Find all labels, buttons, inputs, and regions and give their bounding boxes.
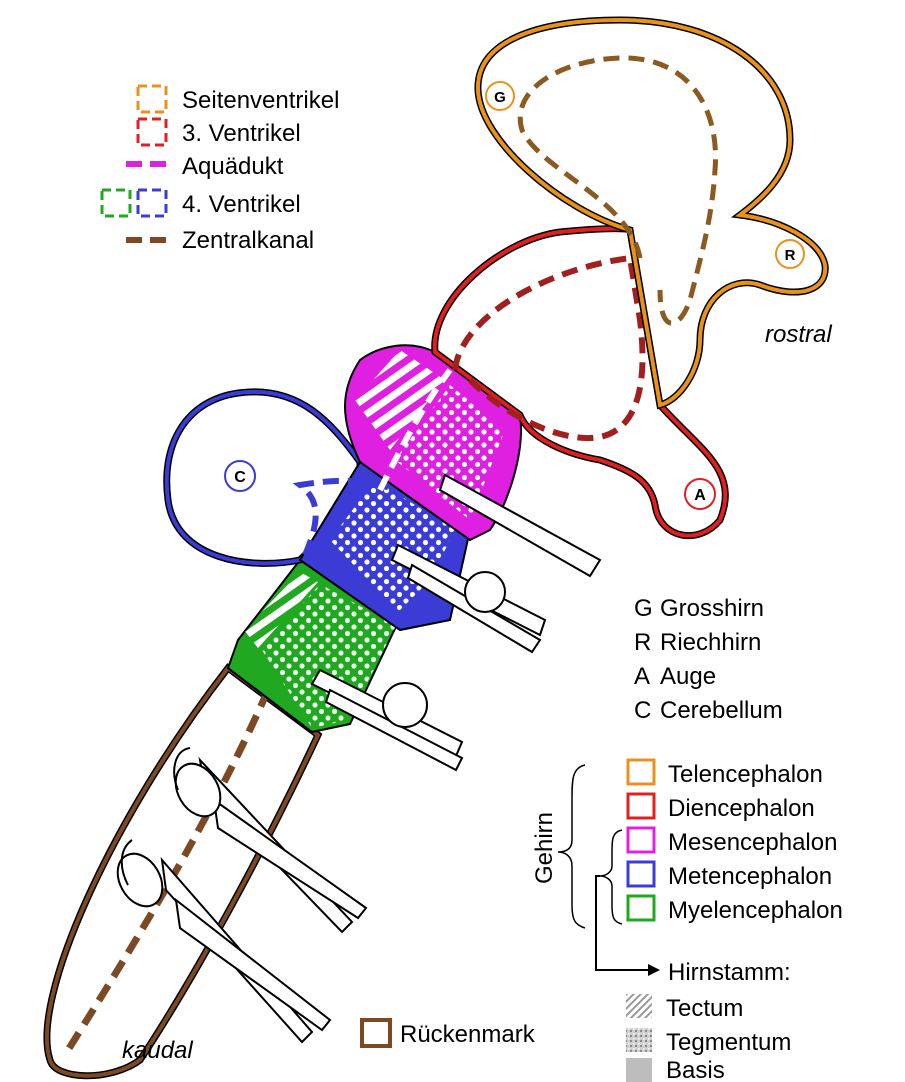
rostral-label: rostral [765, 321, 832, 348]
svg-text:Mesencephalon: Mesencephalon [668, 829, 837, 856]
legend-brain-parts: Telencephalon Diencephalon Mesencephalon… [531, 760, 843, 976]
svg-text:R: R [785, 247, 796, 264]
svg-text:Metencephalon: Metencephalon [668, 863, 832, 890]
svg-text:4. Ventrikel: 4. Ventrikel [182, 191, 301, 218]
svg-text:Seitenventrikel: Seitenventrikel [182, 87, 339, 114]
svg-text:Cerebellum: Cerebellum [660, 697, 783, 724]
svg-text:C: C [634, 697, 651, 724]
legend-spinal-cord: Rückenmark [362, 1020, 536, 1048]
svg-text:C: C [234, 469, 246, 486]
svg-text:Myelencephalon: Myelencephalon [668, 897, 843, 924]
legend-ventricles: Seitenventrikel 3. Ventrikel Aquädukt 4.… [102, 86, 339, 254]
svg-text:Diencephalon: Diencephalon [668, 795, 815, 822]
svg-text:Tegmentum: Tegmentum [666, 1029, 791, 1056]
svg-text:A: A [634, 663, 650, 690]
svg-text:G: G [634, 595, 653, 622]
svg-text:Zentralkanal: Zentralkanal [182, 227, 314, 254]
region-R: R [776, 240, 804, 268]
svg-text:Rückenmark: Rückenmark [400, 1021, 536, 1048]
svg-text:Riechhirn: Riechhirn [660, 629, 761, 656]
svg-text:A: A [694, 487, 706, 504]
legend-brainstem: Hirnstamm: Tectum Tegmentum Basis [626, 959, 791, 1082]
svg-text:Auge: Auge [660, 663, 716, 690]
region-A: A [685, 479, 715, 509]
legend-regions: G Grosshirn R Riechhirn A Auge C Cerebel… [634, 595, 783, 724]
svg-text:G: G [494, 89, 506, 106]
region-C: C [225, 461, 255, 491]
svg-text:Basis: Basis [666, 1057, 725, 1082]
svg-text:Grosshirn: Grosshirn [660, 595, 764, 622]
svg-text:Aquädukt: Aquädukt [182, 153, 284, 180]
region-G: G [486, 82, 514, 110]
caudal-label: kaudal [122, 1037, 193, 1064]
svg-text:Tectum: Tectum [666, 995, 743, 1022]
brain-group-label: Gehirn [531, 812, 558, 884]
svg-text:Hirnstamm:: Hirnstamm: [668, 959, 791, 986]
svg-text:3. Ventrikel: 3. Ventrikel [182, 120, 301, 147]
svg-text:Telencephalon: Telencephalon [668, 761, 823, 788]
svg-text:R: R [634, 629, 651, 656]
